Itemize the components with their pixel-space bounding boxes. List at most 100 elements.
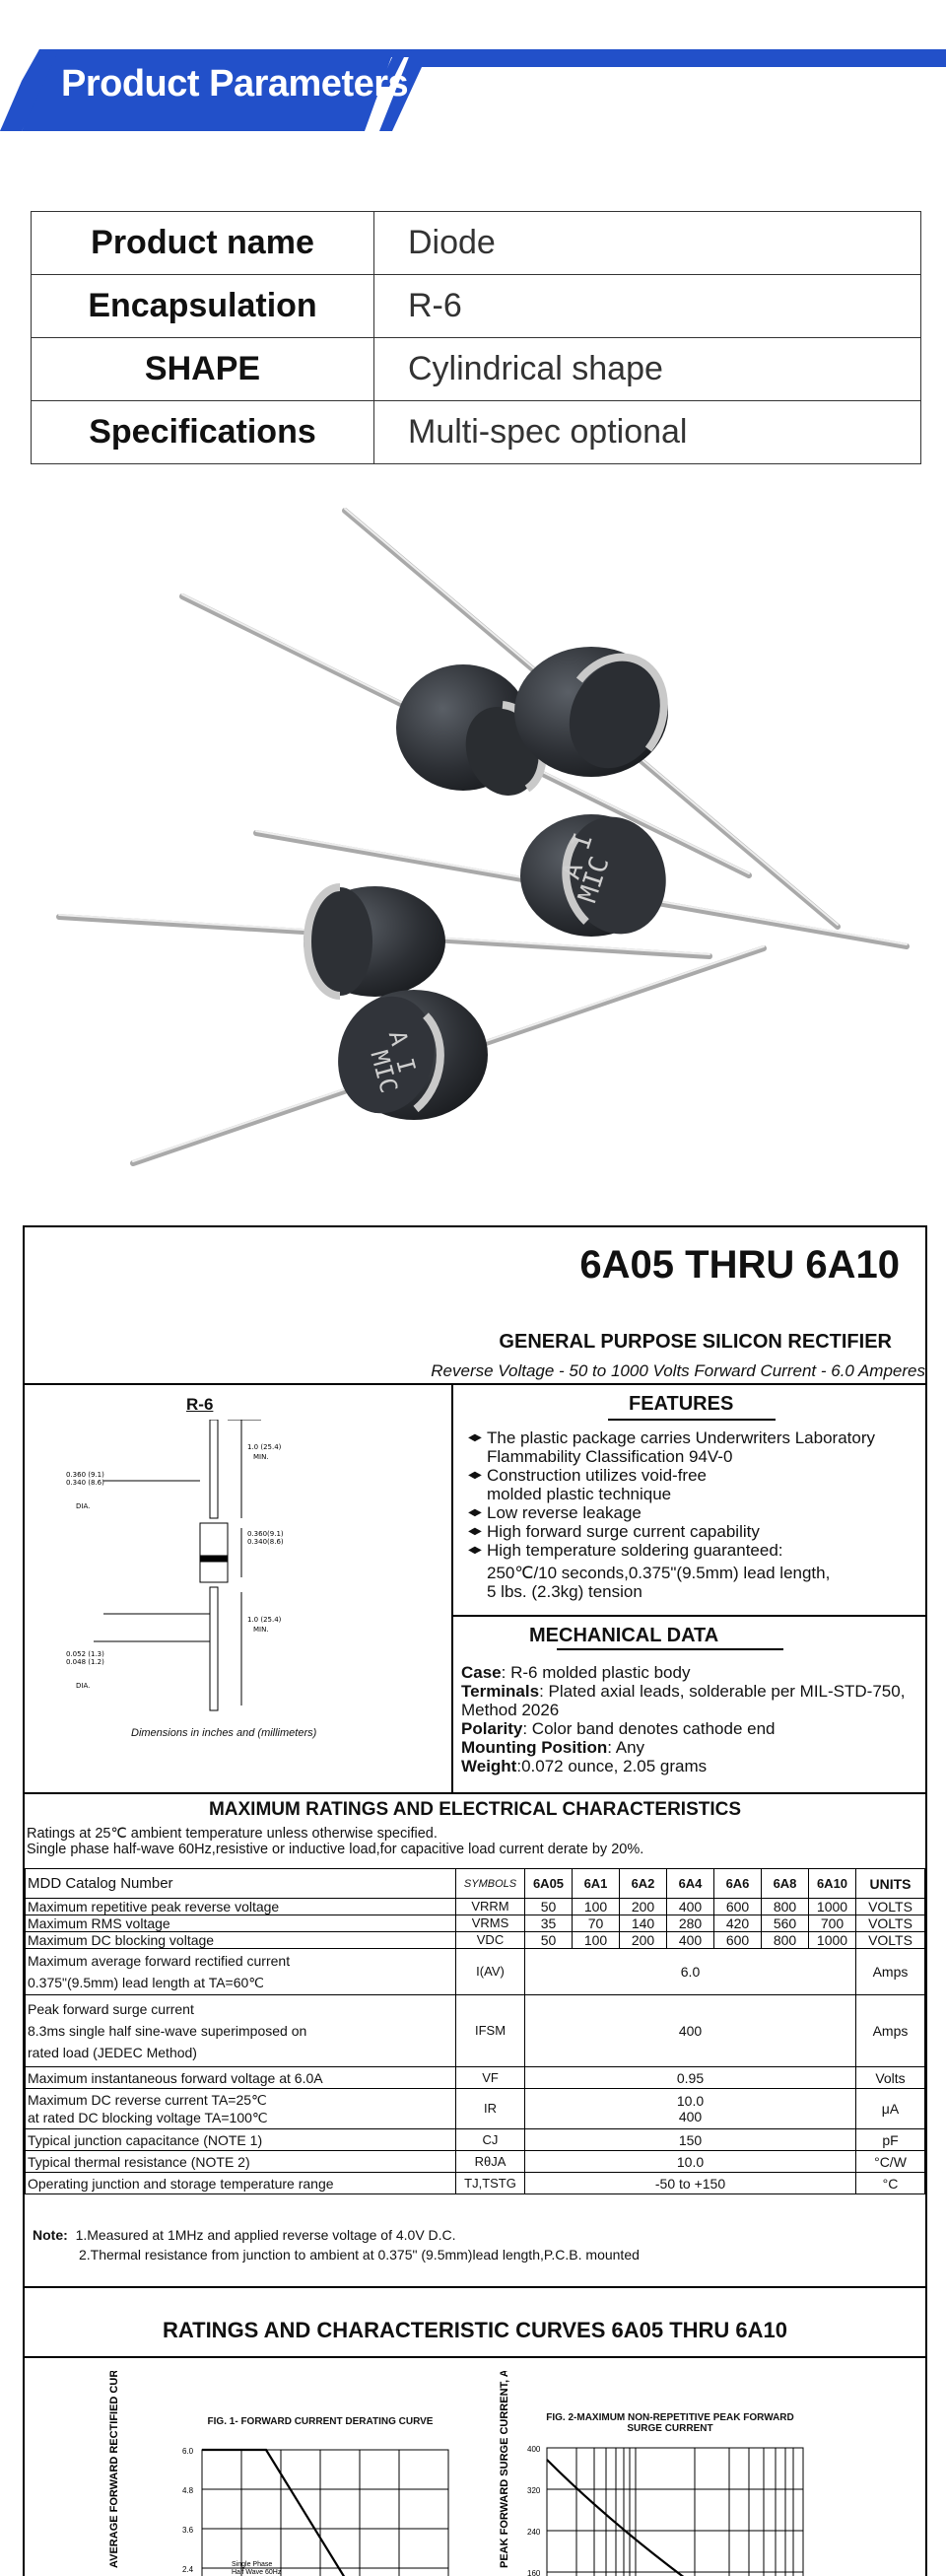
table-cell: °C <box>855 2172 925 2194</box>
note-line: Single phase half-wave 60Hz,resistive or… <box>27 1842 644 1857</box>
table-header: 6A10 <box>808 1868 856 1899</box>
mech-value: : Plated axial leads, solderable per MIL… <box>461 1682 906 1719</box>
table-cell: 400 <box>524 1994 856 2067</box>
table-cell: 1000 <box>808 1898 856 1915</box>
mechanical-data: Case: R-6 molded plastic body Terminals:… <box>461 1663 934 1775</box>
fig2-ytick: 400 <box>527 2445 541 2454</box>
note-line: Ratings at 25℃ ambient temperature unles… <box>27 1826 438 1842</box>
table-cell: 35 <box>524 1915 573 1932</box>
fig1-ylabel: AVERAGE FORWARD RECTIFIED CURRENT, AMPER… <box>108 2371 120 2568</box>
table-row: Maximum instantaneous forward voltage at… <box>25 2066 925 2089</box>
note-line: 2.Thermal resistance from junction to am… <box>79 2247 640 2263</box>
features-title: FEATURES <box>629 1393 734 1415</box>
params-row: Specifications Multi-spec optional <box>31 400 921 464</box>
dim-label: MIN. <box>253 1626 269 1634</box>
fig1-ytick: 4.8 <box>182 2486 194 2495</box>
cell-line: 8.3ms single half sine-wave superimposed… <box>28 2023 307 2039</box>
dim-label: 0.052 (1.3) <box>66 1650 104 1658</box>
table-cell: VDC <box>455 1931 525 1949</box>
max-ratings-note: Ratings at 25℃ ambient temperature unles… <box>27 1826 643 1857</box>
table-cell: Volts <box>855 2066 925 2089</box>
table-cell: μA <box>855 2088 925 2129</box>
package-outline-drawing: 1.0 (25.4) MIN. 0.360 (9.1) 0.340 (8.6) … <box>66 1420 284 1711</box>
fig2-title-line: SURGE CURRENT <box>627 2423 713 2434</box>
fig1-title: FIG. 1- FORWARD CURRENT DERATING CURVE <box>207 2416 434 2427</box>
divider <box>25 2286 925 2288</box>
table-cell: RθJA <box>455 2150 525 2173</box>
list-item: The plastic package carries Underwriters… <box>468 1428 931 1447</box>
dim-label: 1.0 (25.4) <box>247 1443 282 1451</box>
cell-line: 10.0 <box>676 2093 705 2109</box>
fig2-ytick: 160 <box>527 2569 541 2576</box>
table-cell: 100 <box>572 1898 620 1915</box>
table-cell: 800 <box>761 1898 809 1915</box>
table-cell: CJ <box>455 2128 525 2151</box>
datasheet-rating-line: Reverse Voltage - 50 to 1000 Volts Forwa… <box>431 1361 925 1380</box>
section-banner: Product Parameters <box>0 0 946 138</box>
table-cell: 600 <box>713 1931 762 1949</box>
product-photo: A I MIC A I MIC <box>56 508 910 1166</box>
list-item: High temperature soldering guaranteed: <box>468 1541 931 1560</box>
cell-line: at rated DC blocking voltage TA=100℃ <box>28 2110 268 2125</box>
fig1-ytick: 6.0 <box>182 2447 194 2456</box>
table-header: UNITS <box>855 1868 925 1899</box>
table-row: Maximum repetitive peak reverse voltage … <box>25 1898 925 1915</box>
table-header: SYMBOLS <box>455 1868 525 1899</box>
notes: Note: 1.Measured at 1MHz and applied rev… <box>33 2225 640 2264</box>
table-cell: VOLTS <box>855 1915 925 1932</box>
dim-label: 0.360(9.1) <box>247 1530 284 1538</box>
dim-label: 0.340 (8.6) <box>66 1479 104 1487</box>
table-row: Operating junction and storage temperatu… <box>25 2172 925 2194</box>
table-header: 6A8 <box>761 1868 809 1899</box>
features-list: The plastic package carries Underwriters… <box>468 1428 931 1601</box>
table-cell: IFSM <box>455 1994 525 2067</box>
fig2-title: FIG. 2-MAXIMUM NON-REPETITIVE PEAK FORWA… <box>537 2412 803 2434</box>
table-cell: IR <box>455 2088 525 2129</box>
params-row: SHAPE Cylindrical shape <box>31 337 921 401</box>
table-cell: 10.0 <box>524 2150 856 2173</box>
table-cell: 560 <box>761 1915 809 1932</box>
table-cell: Maximum repetitive peak reverse voltage <box>25 1898 456 1915</box>
dimensions-note: Dimensions in inches and (millimeters) <box>131 1727 317 1739</box>
dim-label: DIA. <box>76 1682 90 1690</box>
banner-title: Product Parameters <box>61 63 409 104</box>
ratings-table: MDD Catalog Number SYMBOLS 6A05 6A1 6A2 … <box>25 1868 925 2194</box>
divider <box>451 1383 453 1792</box>
table-cell: 0.95 <box>524 2066 856 2089</box>
mech-value: : Any <box>607 1738 645 1757</box>
table-header: 6A2 <box>619 1868 667 1899</box>
params-row: Encapsulation R-6 <box>31 274 921 338</box>
table-cell: 600 <box>713 1898 762 1915</box>
dim-label: 0.048 (1.2) <box>66 1658 104 1666</box>
note-label: Note: <box>33 2227 68 2243</box>
table-cell: Maximum DC blocking voltage <box>25 1931 456 1949</box>
table-cell: Peak forward surge current 8.3ms single h… <box>25 1994 456 2067</box>
datasheet-subtitle: GENERAL PURPOSE SILICON RECTIFIER <box>499 1331 892 1353</box>
table-header: MDD Catalog Number <box>25 1868 456 1899</box>
table-header-row: MDD Catalog Number SYMBOLS 6A05 6A1 6A2 … <box>25 1868 925 1899</box>
divider <box>608 1419 776 1421</box>
note-line: 1.Measured at 1MHz and applied reverse v… <box>75 2227 456 2243</box>
table-header: 6A05 <box>524 1868 573 1899</box>
param-value: Diode <box>373 211 921 275</box>
table-cell: 400 <box>666 1931 714 1949</box>
fig1-legend: Half Wave 60Hz <box>232 2569 282 2576</box>
mech-key: Weight <box>461 1757 517 1775</box>
table-header: 6A6 <box>713 1868 762 1899</box>
table-cell: VOLTS <box>855 1931 925 1949</box>
table-cell: Typical thermal resistance (NOTE 2) <box>25 2150 456 2173</box>
table-header: 6A1 <box>572 1868 620 1899</box>
cell-line: Maximum average forward rectified curren… <box>28 1953 291 1969</box>
param-key: SHAPE <box>31 337 374 401</box>
table-row: Maximum average forward rectified curren… <box>25 1948 925 1995</box>
list-item: High forward surge current capability <box>468 1522 931 1541</box>
table-cell: 100 <box>572 1931 620 1949</box>
table-cell: VRMS <box>455 1915 525 1932</box>
table-cell: °C/W <box>855 2150 925 2173</box>
cell-line: Peak forward surge current <box>28 2001 194 2017</box>
table-cell: 6.0 <box>524 1948 856 1995</box>
list-item: 250℃/10 seconds,0.375"(9.5mm) lead lengt… <box>487 1564 831 1582</box>
